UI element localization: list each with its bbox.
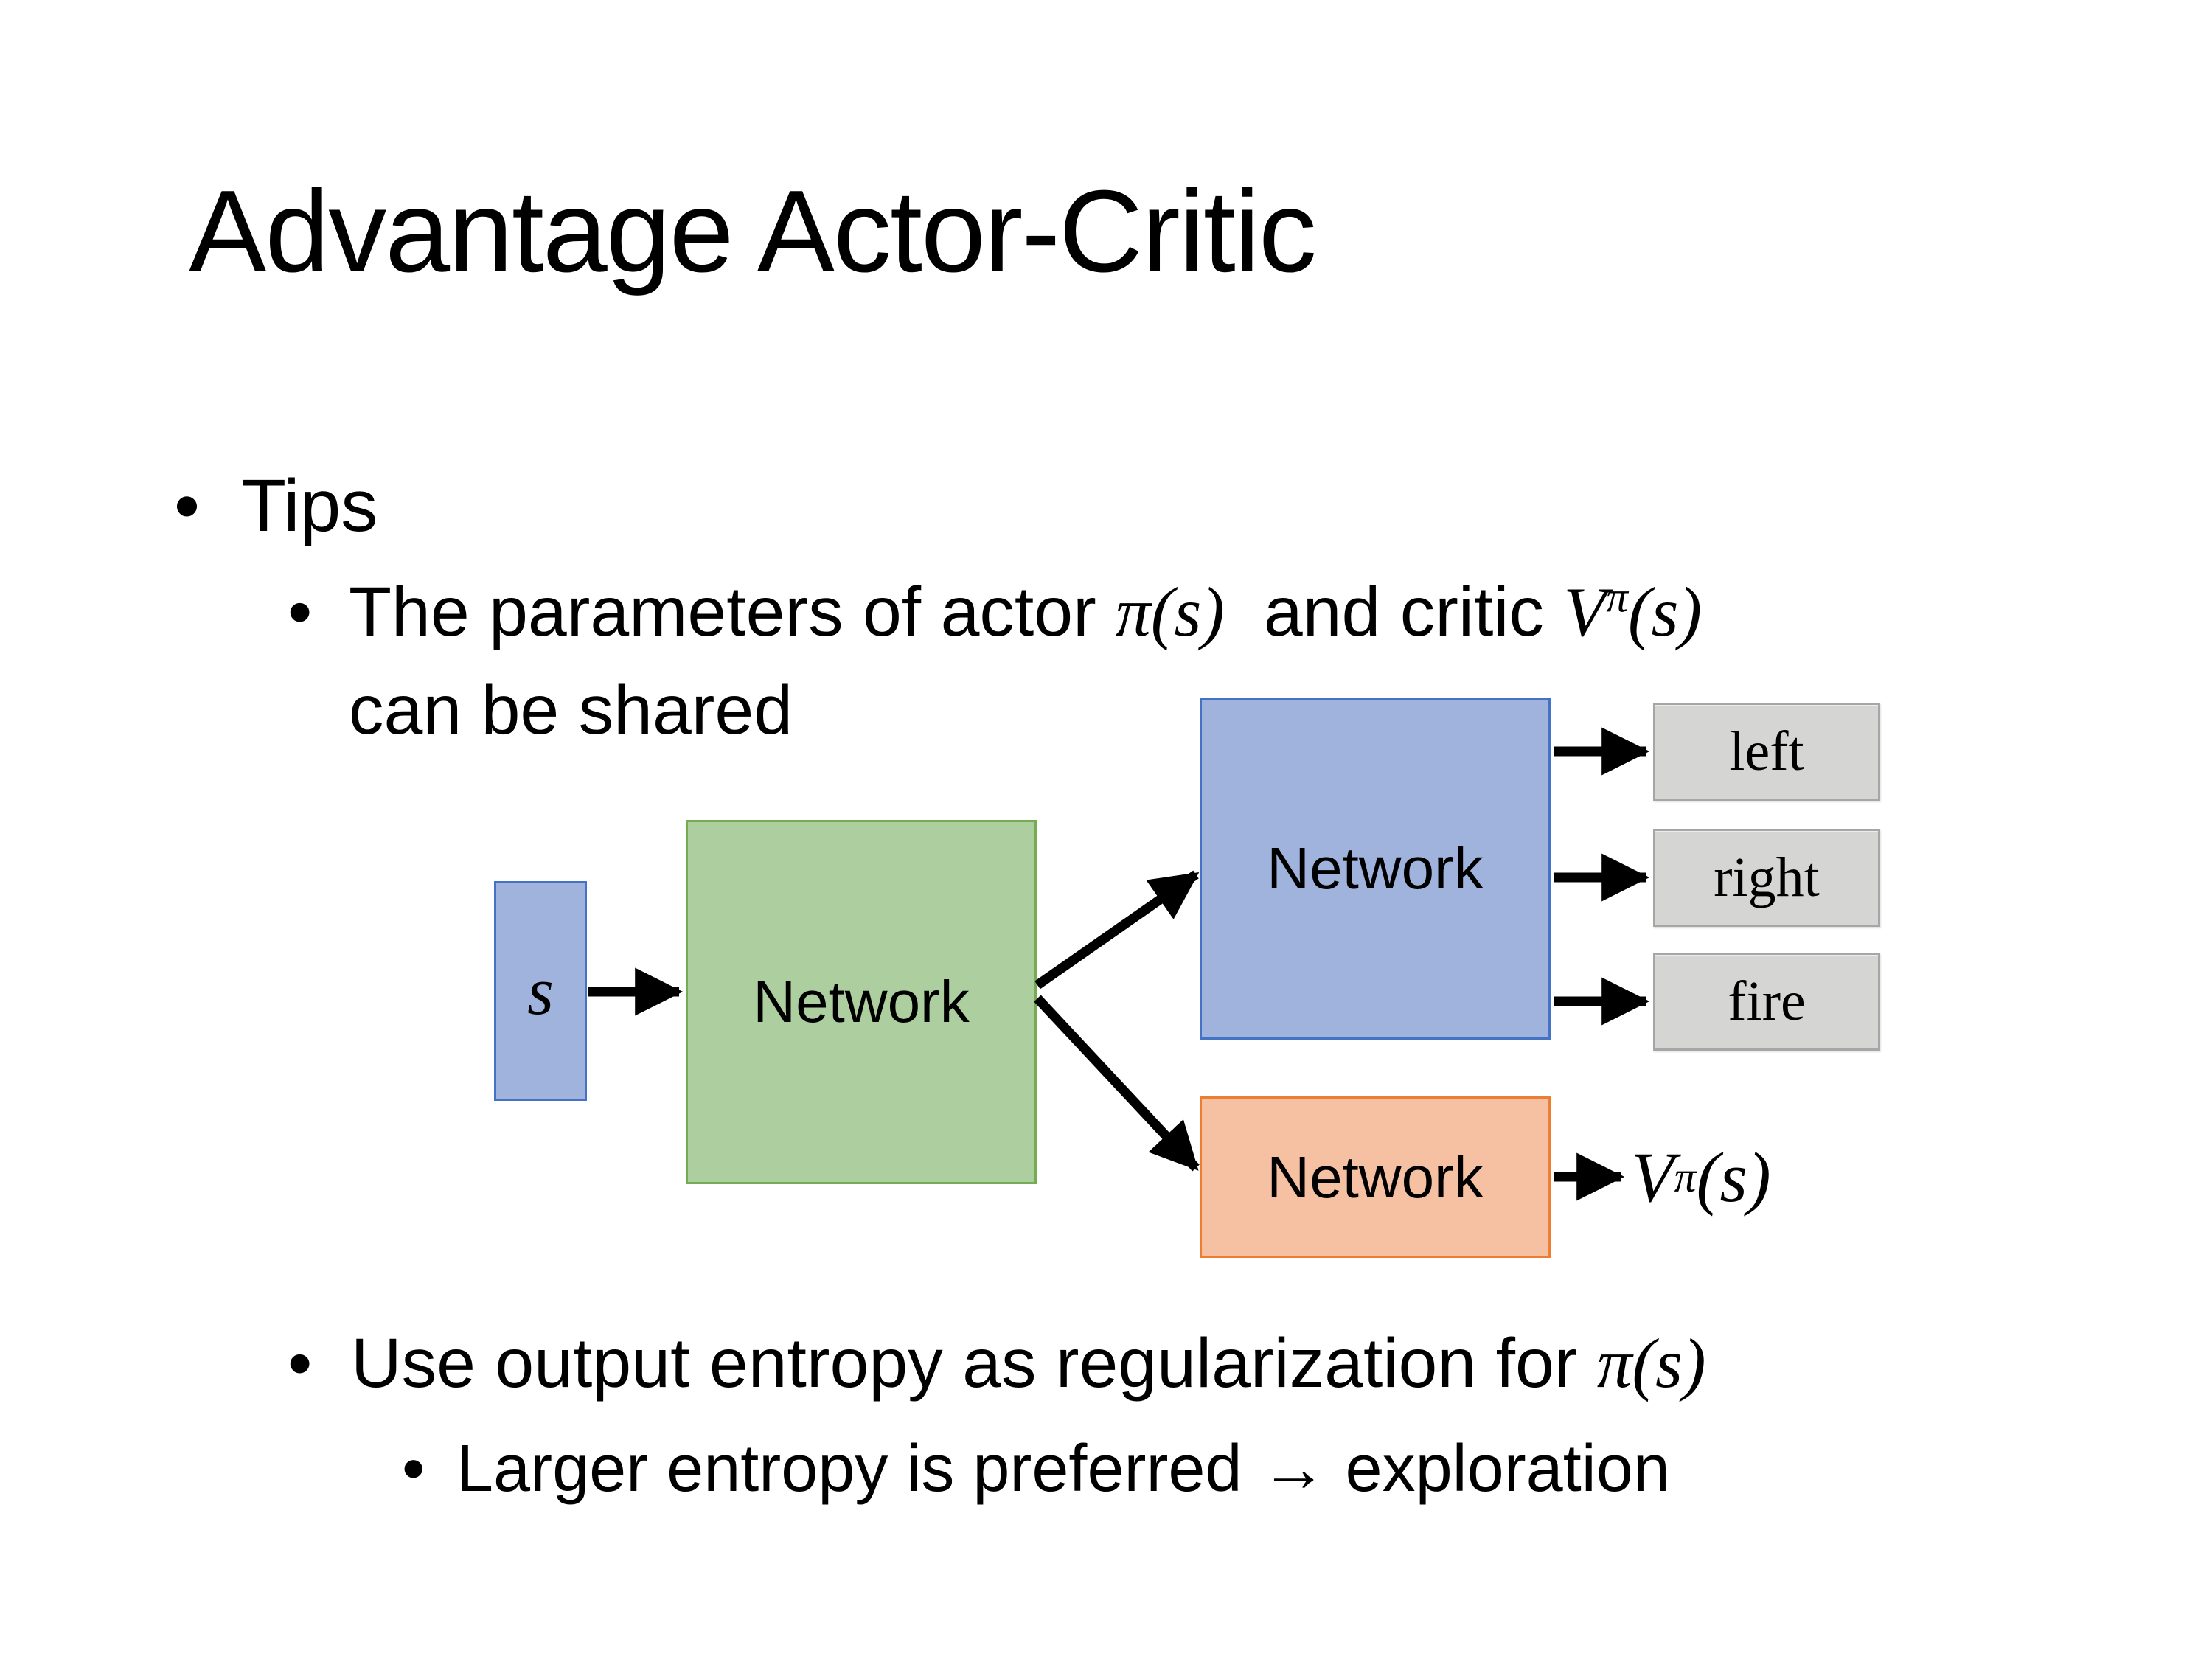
slide-title: Advantage Actor-Critic: [189, 167, 1317, 296]
value-args: (s): [1696, 1137, 1771, 1217]
critic-network-label: Network: [1267, 1144, 1484, 1210]
bullet-dot: •: [174, 465, 201, 547]
text-segment: The parameters of actor: [349, 573, 1116, 651]
text-segment: and critic: [1225, 573, 1564, 651]
bullet-entropy-text: Use output entropy as regularization for…: [351, 1318, 1706, 1410]
bullet-line-2: can be shared: [349, 671, 793, 749]
bullet-tips: • Tips: [174, 460, 378, 552]
bullet-dot: •: [288, 573, 313, 651]
input-state-label: s: [527, 953, 554, 1029]
shared-network-label: Network: [753, 969, 970, 1034]
actor-network-box: Network: [1200, 698, 1551, 1040]
action-right-label: right: [1714, 846, 1820, 908]
action-box-left: left: [1653, 703, 1880, 801]
bullet-shared-parameters: • The parameters of actor π(s) and criti…: [288, 563, 1702, 759]
bullet-entropy-regularization: • Use output entropy as regularization f…: [288, 1318, 1706, 1410]
action-left-label: left: [1729, 720, 1804, 782]
shared-network-box: Network: [686, 820, 1037, 1184]
action-box-fire: fire: [1653, 953, 1880, 1051]
bullet-tips-label: Tips: [241, 465, 378, 547]
action-box-right: right: [1653, 829, 1880, 927]
bullet-dot: •: [402, 1432, 425, 1506]
value-base: V: [1631, 1137, 1674, 1217]
bullet-larger-entropy: • Larger entropy is preferred → explorat…: [402, 1426, 1670, 1512]
critic-network-box: Network: [1200, 1096, 1551, 1258]
pi-s-math: π(s): [1116, 573, 1225, 651]
value-function-superscript: π: [1606, 573, 1628, 622]
actor-network-label: Network: [1267, 835, 1484, 901]
text-segment: Use output entropy as regularization for: [351, 1324, 1597, 1402]
pi-s-math: π(s): [1596, 1324, 1706, 1402]
bullet-line-1: The parameters of actor π(s) and critic …: [349, 563, 1702, 661]
arrow-shared-to-actor: [1034, 870, 1200, 990]
value-function-args: (s): [1627, 573, 1703, 651]
input-state-box: s: [494, 881, 587, 1101]
bullet-shared-parameters-text: The parameters of actor π(s) and critic …: [349, 563, 1702, 759]
value-function-math: V: [1563, 573, 1607, 651]
arrow-shared-to-critic: [1034, 995, 1200, 1172]
action-fire-label: fire: [1728, 970, 1806, 1032]
bullet-dot: •: [288, 1324, 313, 1402]
bullet-larger-entropy-text: Larger entropy is preferred → exploratio…: [456, 1432, 1670, 1506]
